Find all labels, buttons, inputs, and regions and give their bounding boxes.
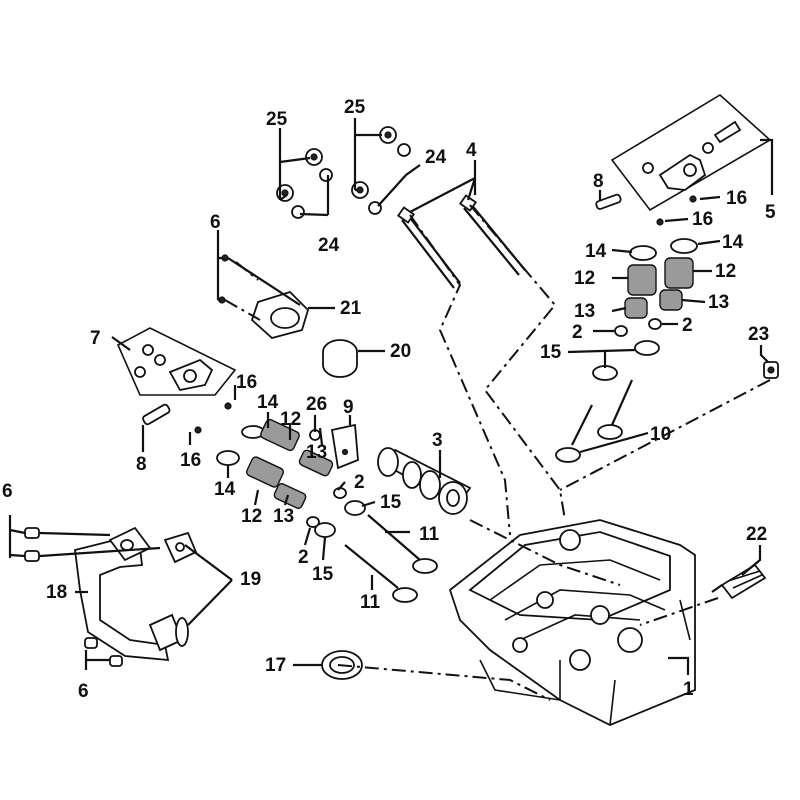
exhaust-gasket-part (163, 531, 198, 647)
label-2-left-b: 2 (298, 547, 309, 568)
part-labels: 1 2 2 2 2 3 4 5 6 6 6 7 8 8 9 10 11 11 1… (2, 97, 776, 702)
label-13-right-b: 13 (708, 292, 729, 313)
valve-left-b-part (344, 544, 418, 603)
label-11-a: 11 (419, 524, 440, 545)
label-16-left-a: 16 (236, 372, 257, 393)
cylinder-head-part (448, 519, 696, 726)
rocker-shaft-right-part (595, 193, 622, 210)
label-18: 18 (46, 582, 67, 603)
label-13-right-a: 13 (574, 301, 595, 322)
valve-stack-left-part (194, 402, 366, 538)
label-26: 26 (306, 394, 327, 415)
adjuster-nuts-right-part (351, 126, 411, 215)
label-6-bottom: 6 (78, 681, 89, 702)
label-25-a: 25 (266, 109, 288, 130)
label-12-right-a: 12 (574, 268, 595, 289)
rocker-assembly-left-part (116, 327, 237, 396)
label-25-b: 25 (344, 97, 366, 118)
filter-housing-part (218, 254, 310, 339)
label-16-right-a: 16 (726, 188, 747, 209)
label-24-b: 24 (318, 235, 340, 256)
label-12-right-b: 12 (715, 261, 736, 282)
push-rod-left-part (396, 206, 461, 289)
label-22: 22 (746, 524, 767, 545)
label-7: 7 (90, 328, 101, 349)
push-rod-right-part (458, 194, 526, 276)
guide-lines (224, 204, 771, 701)
valve-right-b-part (597, 379, 634, 440)
label-21: 21 (340, 298, 362, 319)
label-14-right-a: 14 (585, 241, 607, 262)
plate-part (330, 423, 359, 470)
valve-stack-right-part (592, 195, 698, 381)
label-15-left-a: 15 (380, 492, 402, 513)
label-2-right-b: 2 (682, 315, 693, 336)
leader-lines (8, 118, 774, 675)
label-13-left-a: 13 (306, 442, 327, 463)
label-23: 23 (748, 324, 769, 345)
label-6-left: 6 (2, 481, 13, 502)
camshaft-part (377, 447, 472, 515)
label-14-left-a: 14 (257, 392, 279, 413)
label-5: 5 (765, 202, 776, 223)
label-14-right-b: 14 (722, 232, 744, 253)
label-3: 3 (432, 430, 443, 451)
label-8-right: 8 (593, 171, 604, 192)
rocker-shaft-left-part (142, 403, 171, 426)
label-2-right-a: 2 (572, 322, 583, 343)
label-20: 20 (390, 341, 411, 362)
label-12-left-b: 12 (241, 506, 262, 527)
label-2-left-a: 2 (354, 472, 365, 493)
plug-bolt-part (763, 361, 779, 379)
label-24-a: 24 (425, 147, 447, 168)
label-16-left-b: 16 (180, 450, 201, 471)
label-19: 19 (240, 569, 261, 590)
label-11-b: 11 (360, 592, 381, 613)
label-8-left: 8 (136, 454, 147, 475)
label-15-left-b: 15 (312, 564, 334, 585)
label-9: 9 (343, 397, 354, 418)
label-14-left-b: 14 (214, 479, 236, 500)
label-12-left-a: 12 (280, 409, 301, 430)
label-6-top: 6 (210, 212, 221, 233)
label-15-right: 15 (540, 342, 562, 363)
label-13-left-b: 13 (273, 506, 294, 527)
label-1: 1 (683, 679, 694, 700)
valve-left-a-part (367, 514, 438, 574)
spark-plug-part (711, 563, 767, 600)
label-4: 4 (466, 140, 477, 161)
label-10: 10 (650, 424, 671, 445)
label-17: 17 (265, 655, 286, 676)
label-16-right-b: 16 (692, 209, 713, 230)
valve-right-a-part (555, 404, 593, 463)
filter-cap-part (322, 339, 358, 378)
